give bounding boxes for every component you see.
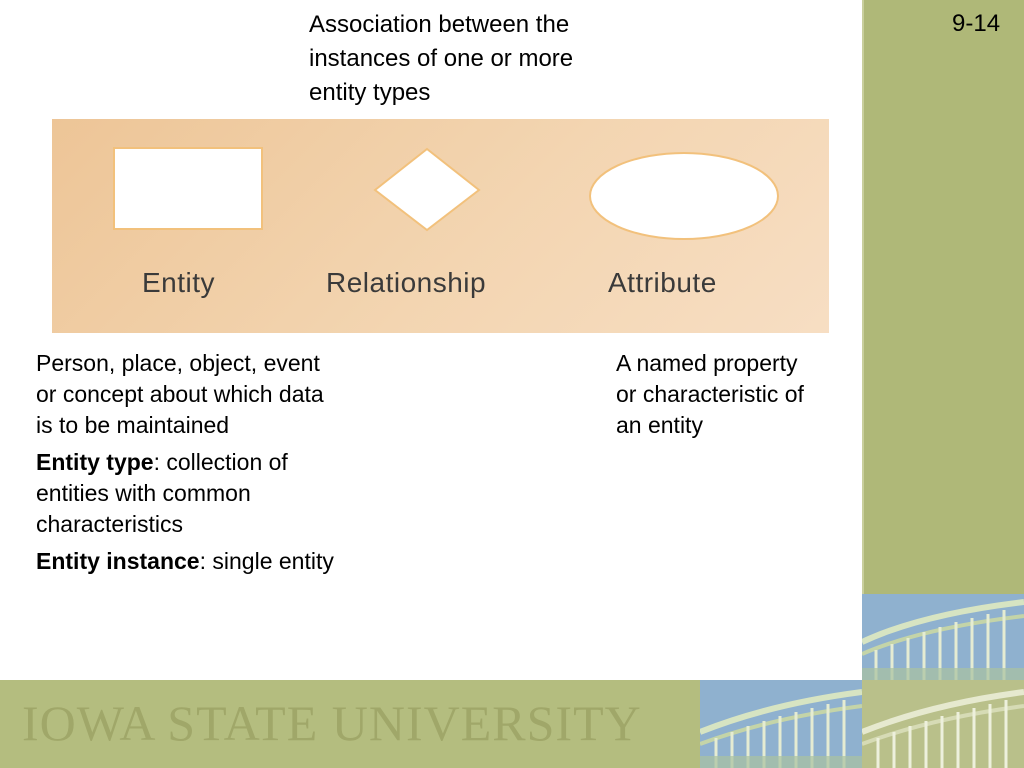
entity-symbol-label: Entity (142, 267, 216, 298)
entity-type-term: Entity type (36, 449, 154, 475)
entity-instance-definition: Entity instance: single entity (36, 546, 336, 577)
entity-definition: Person, place, object, event or concept … (36, 350, 324, 438)
attribute-symbol-label: Attribute (608, 267, 717, 298)
entity-rectangle-symbol (113, 147, 263, 230)
campus-photo-tile (700, 680, 862, 768)
relationship-definition: Association between the instances of one… (309, 11, 574, 106)
wordmark-text: IOWA STATE UNIVERSITY (22, 695, 642, 751)
entity-definition-block: Person, place, object, event or concept … (36, 348, 336, 583)
university-wordmark: IOWA STATE UNIVERSITY (22, 694, 642, 752)
er-notation-legend: Entity Relationship Attribute (52, 119, 829, 333)
relationship-symbol-label: Relationship (326, 267, 487, 298)
entity-type-definition: Entity type: collection of entities with… (36, 447, 336, 540)
entity-instance-term: Entity instance (36, 548, 200, 574)
campus-photo-tile (862, 680, 1024, 768)
sidebar-edge (862, 0, 864, 768)
entity-type-text: : collection of entities with common cha… (36, 449, 288, 537)
attribute-definition: A named property or characteristic of an… (616, 350, 804, 438)
relationship-diamond-symbol (373, 147, 481, 232)
page-number: 9-14 (952, 10, 1001, 37)
attribute-ellipse-symbol (589, 152, 779, 240)
campus-photo-tile (862, 594, 1024, 680)
entity-instance-text: : single entity (199, 548, 334, 574)
